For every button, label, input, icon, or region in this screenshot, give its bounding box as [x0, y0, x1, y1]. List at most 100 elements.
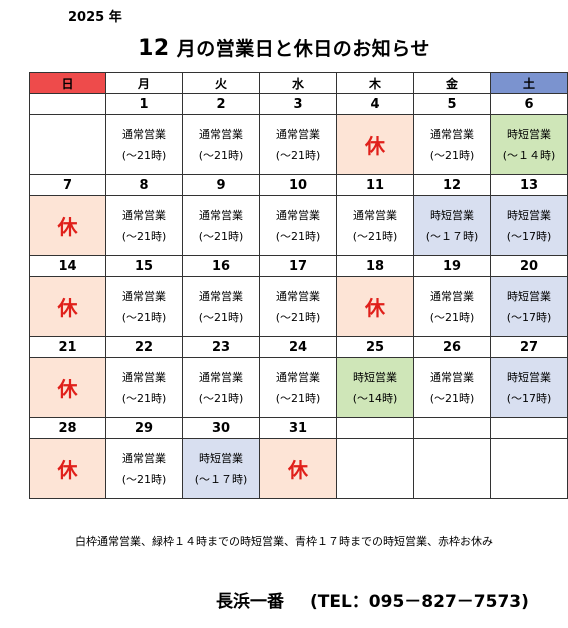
closing-time-label: (～21時)	[429, 148, 475, 162]
closing-time-label: (～１４時)	[502, 148, 556, 162]
empty-day-cell	[336, 438, 414, 499]
day-number: 23	[182, 336, 260, 358]
hours-type-label: 通常営業	[430, 370, 474, 384]
business-day-cell: 時短営業(～17時)	[490, 195, 568, 256]
empty-day-cell	[413, 438, 491, 499]
day-number: 25	[336, 336, 414, 358]
closed-day-cell: 休	[29, 276, 106, 337]
day-number	[413, 417, 491, 439]
legend-note: 白枠通常営業、緑枠１４時までの時短営業、青枠１７時までの時短営業、赤枠お休み	[75, 535, 493, 548]
weekday-header-row: 日 月 火 水 木 金 土	[29, 72, 568, 94]
day-number: 16	[182, 255, 260, 277]
day-number: 31	[259, 417, 337, 439]
day-number: 6	[490, 93, 568, 115]
closed-day-cell: 休	[336, 114, 414, 175]
closing-time-label: (～21時)	[198, 391, 244, 405]
hours-type-label: 通常営業	[430, 289, 474, 303]
week-status-row: 休通常営業(～21時)通常営業(～21時)通常営業(～21時)休通常営業(～21…	[29, 276, 568, 337]
closed-label: 休	[57, 377, 78, 401]
hours-type-label: 時短営業	[507, 127, 551, 141]
day-number: 29	[105, 417, 183, 439]
closed-day-cell: 休	[336, 276, 414, 337]
closing-time-label: (～21時)	[121, 148, 167, 162]
week-status-row: 休通常営業(～21時)通常営業(～21時)通常営業(～21時)通常営業(～21時…	[29, 195, 568, 256]
week-status-row: 休通常営業(～21時)通常営業(～21時)通常営業(～21時)時短営業(～14時…	[29, 357, 568, 418]
day-number: 11	[336, 174, 414, 196]
business-day-cell: 通常営業(～21時)	[182, 276, 260, 337]
closing-time-label: (～17時)	[506, 229, 552, 243]
hours-type-label: 通常営業	[276, 289, 320, 303]
closing-time-label: (～21時)	[275, 148, 321, 162]
weekday-header-wednesday: 水	[259, 72, 337, 94]
day-number: 8	[105, 174, 183, 196]
closing-time-label: (～21時)	[429, 391, 475, 405]
day-number: 20	[490, 255, 568, 277]
day-number: 28	[29, 417, 106, 439]
closed-label: 休	[365, 296, 385, 320]
day-number: 7	[29, 174, 106, 196]
day-number: 2	[182, 93, 260, 115]
shop-name: 長浜一番	[216, 592, 284, 612]
day-number: 4	[336, 93, 414, 115]
business-day-cell: 時短営業(～17時)	[490, 276, 568, 337]
hours-type-label: 時短営業	[507, 370, 551, 384]
business-day-cell: 通常営業(～21時)	[182, 114, 260, 175]
business-day-cell: 通常営業 (～21時)	[105, 195, 183, 256]
day-number: 5	[413, 93, 491, 115]
hours-type-label: 時短営業	[353, 370, 397, 384]
day-number: 24	[259, 336, 337, 358]
title-text: 月の営業日と休日のお知らせ	[169, 38, 430, 60]
business-day-cell: 通常営業(～21時)	[259, 114, 337, 175]
weekday-header-tuesday: 火	[182, 72, 260, 94]
hours-type-label: 通常営業	[276, 370, 320, 384]
business-day-cell: 通常営業 (～21時)	[182, 357, 260, 418]
day-number: 21	[29, 336, 106, 358]
hours-type-label: 通常営業	[430, 127, 474, 141]
business-day-cell: 通常営業(～21時)	[259, 195, 337, 256]
closing-time-label: (～21時)	[352, 229, 398, 243]
closing-time-label: (～14時)	[352, 391, 398, 405]
business-day-cell: 通常営業(～21時)	[259, 276, 337, 337]
closed-day-cell: 休	[259, 438, 337, 499]
closing-time-label: (～１７時)	[194, 472, 248, 486]
business-day-cell: 時短営業 (～17時)	[490, 357, 568, 418]
hours-type-label: 通常営業	[353, 208, 397, 222]
day-number: 3	[259, 93, 337, 115]
hours-type-label: 通常営業	[122, 127, 166, 141]
hours-type-label: 通常営業	[122, 451, 166, 465]
hours-type-label: 通常営業	[199, 370, 243, 384]
business-day-cell: 通常営業(～21時)	[413, 276, 491, 337]
empty-day-cell	[490, 438, 568, 499]
weekday-header-friday: 金	[413, 72, 491, 94]
weekday-header-saturday: 土	[490, 72, 568, 94]
hours-type-label: 通常営業	[199, 208, 243, 222]
closing-time-label: (～21時)	[275, 229, 321, 243]
day-number: 15	[105, 255, 183, 277]
closing-time-label: (～21時)	[198, 310, 244, 324]
business-day-cell: 通常営業 (～21時)	[105, 276, 183, 337]
weekday-header-monday: 月	[105, 72, 183, 94]
closed-label: 休	[57, 215, 78, 239]
day-number: 13	[490, 174, 568, 196]
hours-type-label: 通常営業	[199, 127, 243, 141]
closed-label: 休	[57, 296, 78, 320]
hours-type-label: 通常営業	[122, 370, 166, 384]
hours-type-label: 通常営業	[122, 208, 166, 222]
day-number: 12	[413, 174, 491, 196]
day-number	[490, 417, 568, 439]
closed-label: 休	[57, 458, 78, 482]
business-day-cell: 通常営業 (～21時)	[105, 114, 183, 175]
hours-type-label: 通常営業	[122, 289, 166, 303]
business-day-cell: 通常営業 (～21時)	[413, 357, 491, 418]
closing-time-label: (～17時)	[506, 391, 552, 405]
closing-time-label: (～21時)	[121, 229, 167, 243]
business-day-cell: 時短営業 (～14時)	[336, 357, 414, 418]
hours-type-label: 時短営業	[199, 451, 243, 465]
phone-number: (TEL：095－827－7573)	[310, 592, 529, 612]
closing-time-label: (～21時)	[121, 310, 167, 324]
day-number: 9	[182, 174, 260, 196]
